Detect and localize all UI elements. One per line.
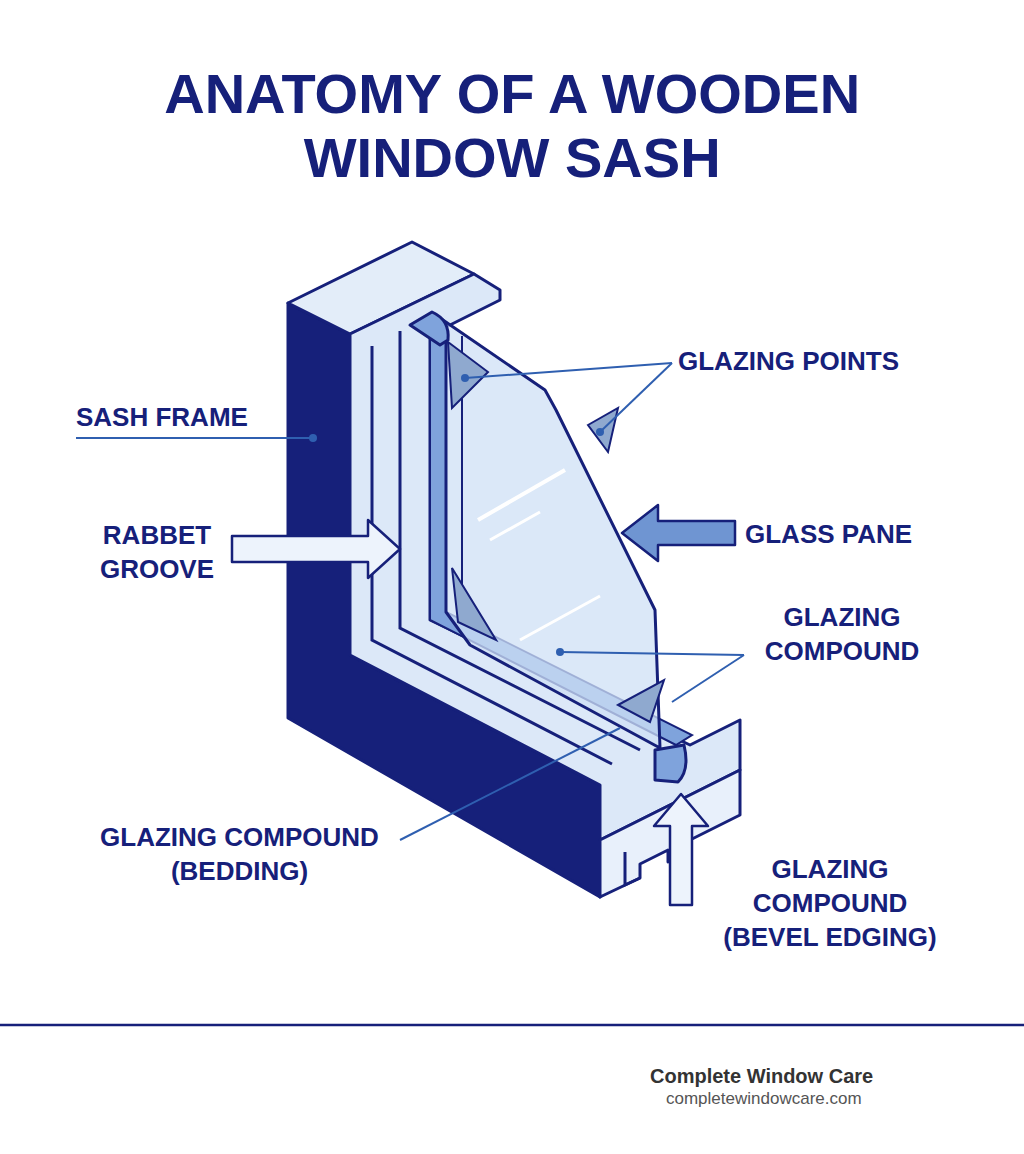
diagram-title: ANATOMY OF A WOODEN WINDOW SASH	[163, 62, 861, 190]
groove-line	[625, 852, 640, 885]
part-label: RABBET GROOVE	[82, 518, 232, 586]
leader-line	[600, 363, 672, 432]
glazing-point	[452, 568, 496, 640]
block-arrow	[232, 520, 400, 578]
leader-line	[560, 652, 744, 655]
footer-rule	[0, 1024, 1024, 1027]
leader-dot	[309, 434, 317, 442]
glass-highlight	[478, 470, 565, 520]
glazing-point	[448, 342, 488, 408]
leader-dot	[556, 648, 564, 656]
glass-highlight	[520, 596, 600, 640]
leader-line	[76, 437, 313, 439]
part-label: SASH FRAME	[76, 400, 336, 434]
bevel-edging	[410, 312, 448, 345]
leader-line	[672, 655, 744, 702]
part-label: GLAZING POINTS	[678, 344, 968, 378]
glass-highlight	[490, 512, 540, 540]
leader-dot	[461, 374, 469, 382]
block-arrow	[622, 505, 735, 561]
block-arrow	[654, 794, 708, 905]
leader-line	[400, 728, 620, 840]
brand-url: completewindowcare.com	[666, 1088, 996, 1110]
leader-dot	[596, 428, 604, 436]
leader-line	[465, 363, 672, 378]
part-label: GLAZING COMPOUND	[742, 600, 942, 668]
part-label: GLAZING COMPOUND (BEVEL EDGING)	[710, 852, 950, 954]
part-label: GLASS PANE	[745, 517, 985, 551]
glazing-point	[618, 680, 664, 722]
glazing-point	[588, 408, 618, 452]
part-label: GLAZING COMPOUND (BEDDING)	[72, 820, 407, 888]
bevel-edging	[655, 745, 686, 782]
brand-name: Complete Window Care	[650, 1064, 980, 1088]
